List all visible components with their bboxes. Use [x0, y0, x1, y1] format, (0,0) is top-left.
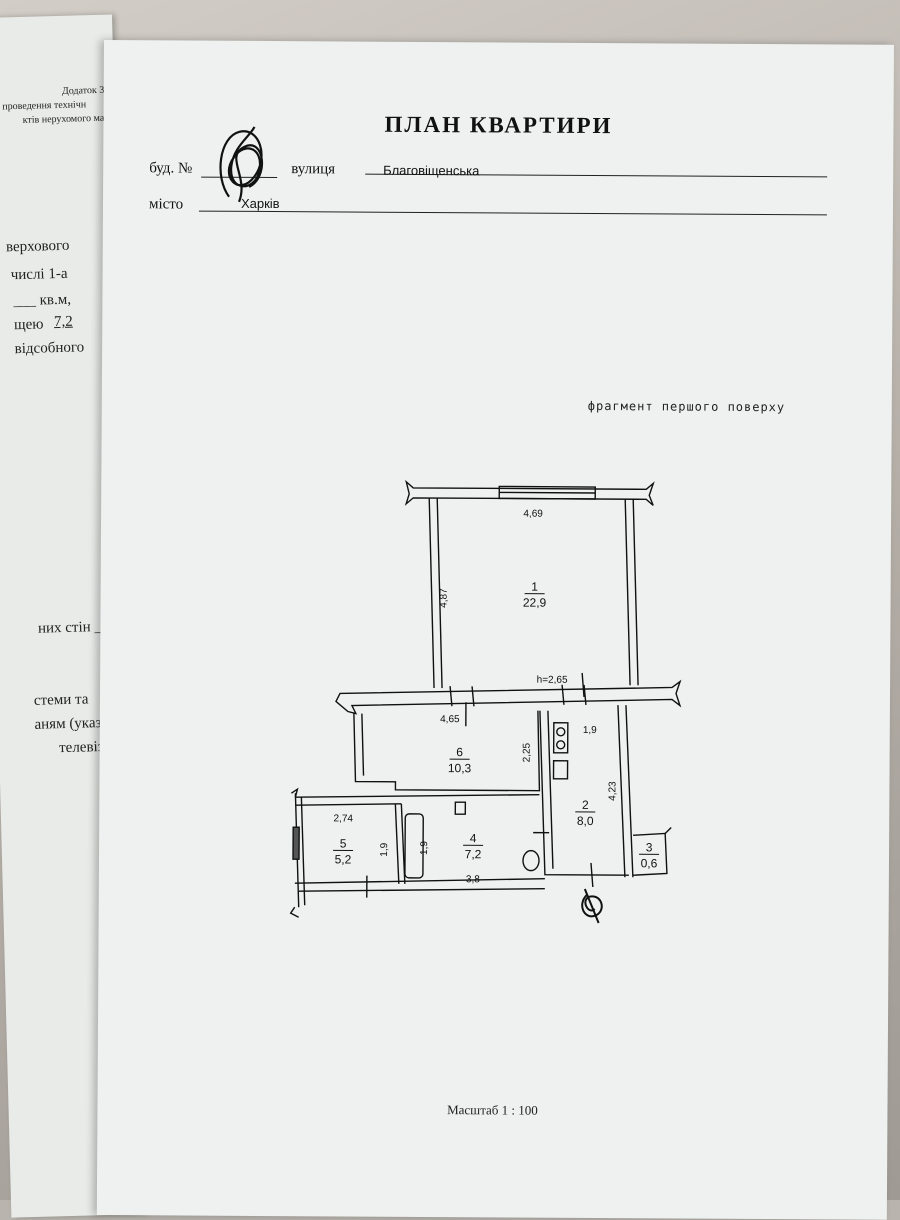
dim-room2-width: 1,9 — [583, 725, 597, 736]
dim-room6-depth: 2,25 — [522, 742, 533, 762]
room-5-area: 5,2 — [335, 852, 352, 866]
left-line: ___ кв.м, — [13, 292, 71, 311]
floor-plan-drawing: 1 22,9 2 8,0 3 0,6 4 7,2 5 5,2 6 10,3 4,69 4,87 4,65 2,… — [98, 40, 894, 1045]
dim-room5-depth: 1,9 — [379, 842, 390, 856]
dim-room6-width: 4,65 — [440, 714, 460, 725]
left-line: стеми та — [34, 691, 89, 709]
left-header-1: Додаток 3 — [62, 85, 105, 97]
left-line-value: 7,2 — [54, 314, 73, 331]
left-line: них стін __ — [38, 619, 110, 638]
left-line: числі 1-а — [11, 266, 68, 284]
room-4-area: 7,2 — [465, 847, 482, 861]
room-1-area: 22,9 — [523, 596, 547, 610]
dim-room5-width: 2,74 — [333, 813, 353, 824]
room-5-number: 5 — [340, 836, 347, 850]
ceiling-height: h=2,65 — [537, 675, 568, 686]
left-header-2: проведення технічн — [2, 99, 86, 112]
room-6-area: 10,3 — [448, 761, 472, 775]
dim-room4-width: 3,8 — [466, 874, 480, 885]
dim-room4-depth: 1,9 — [419, 841, 430, 855]
room-1-number: 1 — [531, 580, 538, 594]
left-line: щею — [14, 316, 44, 334]
room-3-number: 3 — [646, 840, 653, 854]
dim-room1-depth: 4,87 — [439, 588, 450, 608]
left-line: верхового — [6, 238, 70, 257]
room-6-number: 6 — [456, 745, 463, 759]
floor-plan-page: ПЛАН КВАРТИРИ буд. № вулиця Благовіщенсь… — [97, 40, 894, 1220]
dim-room2-depth: 4,23 — [607, 781, 618, 801]
left-line: відсобного — [14, 339, 84, 358]
room-4-number: 4 — [470, 831, 477, 845]
left-header-3: ктів нерухомого майн — [23, 113, 116, 126]
room-2-number: 2 — [582, 798, 589, 812]
room-2-area: 8,0 — [577, 814, 594, 828]
scale-label: Масштаб 1 : 100 — [97, 1100, 887, 1121]
dim-room1-width: 4,69 — [523, 509, 543, 520]
room-3-area: 0,6 — [641, 856, 658, 870]
